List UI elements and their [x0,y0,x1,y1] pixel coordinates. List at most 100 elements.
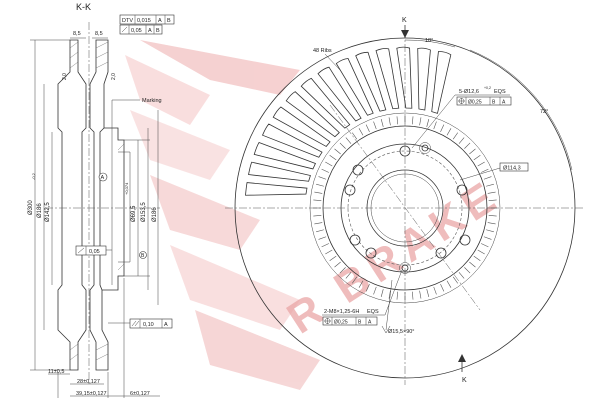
dim-bottom-4: 6±0,127 [130,391,150,397]
angle-arc-ribs [404,39,456,48]
serration-tick [373,286,377,295]
serration-tick [469,148,476,155]
svg-text:Ø153,5: Ø153,5 [141,202,147,222]
serration-tick [351,132,358,140]
vent-rib [431,51,452,114]
serration-tick [464,267,471,274]
dia-inner1-label: Ø186 [37,203,43,218]
threads-eqs: EQS [367,309,379,315]
serration-tick [396,116,398,125]
bolt-circle-label: Ø114,3 [503,166,521,172]
serration-tick [358,128,364,136]
serration-tick [314,222,323,225]
serration-tick [426,289,430,297]
serration-tick [345,137,352,144]
section-view: K-K [28,2,175,398]
serration-tick [365,284,370,292]
svg-text:K: K [462,377,467,384]
serration-tick [483,176,492,180]
serration-tick [313,215,322,217]
diameter-dims [30,39,159,371]
dia-outer-label: Ø300 [28,200,34,215]
bolt-circle [347,150,463,266]
angle-arc-side [469,49,573,171]
serration-tick [452,276,459,284]
section-outline-right [89,39,109,371]
section-mark-bottom: K [458,354,467,384]
holes-top-label: 5-Ø12,6 [459,89,479,95]
bolt-circle-callout: Ø114,3 [459,162,529,181]
threads-callout: 2-M8×1,25-6H EQS Ø0,25 B A [322,269,403,326]
bolt-hole-icon [459,234,471,246]
holes-top-ref1: B [492,100,496,106]
threads-pos: Ø0,25 [334,320,348,326]
serration-tick [339,267,346,274]
svg-text:Ø186: Ø186 [152,207,158,222]
serration-tick [380,119,384,127]
arrow-icon [401,30,409,38]
section-hatching [69,41,125,361]
threads-ref1: B [358,320,362,326]
serration-tick [488,215,497,217]
serration-tick [458,272,465,279]
serration-tick [458,137,465,144]
serration-tick [396,291,398,300]
vent-rib [355,51,387,112]
serration-tick [325,249,333,255]
bolt-hole-icon [435,247,447,259]
dim-bottom-1: 11±0,5 [48,369,64,375]
serration-tick [373,121,377,130]
serration-tick [488,199,497,201]
vent-rib [335,58,374,116]
svg-text:K: K [402,17,407,24]
marking-callout: Marking [111,98,162,132]
serration-tick [365,124,370,132]
bolt-hole-icon [399,145,411,157]
svg-text:2,0: 2,0 [111,73,117,80]
vent-ribs [245,46,452,196]
holes-top-eqs: EQS [494,89,506,95]
serration-tick [464,142,471,149]
serration-tick [469,261,476,268]
svg-text:A: A [101,175,105,181]
svg-text:+0,074: +0,074 [124,182,129,195]
serration-tick [477,249,485,255]
section-hat [102,127,125,291]
serration-tick [345,272,352,279]
flatness-symbol-icon [121,26,128,33]
serration-ticks [313,116,497,300]
serration-tick [433,121,437,130]
dia-hub1-label: Ø69,5 [131,205,137,222]
top-dims: 8,5 8,5 [70,31,108,39]
serration-tick [313,199,322,201]
front-view: K K 48 Ribs 18° 72° 5-Ø12,6 +0,2 EQS [225,17,585,385]
flatness-frame: 0,05 A B [119,24,163,35]
vent-rib [285,91,340,138]
serration-tick [426,119,430,127]
top-dim-right: 8,5 [95,31,103,37]
bolt-hole-icon [352,164,364,176]
bolt-hole-icon [456,184,468,196]
serration-tick [481,243,489,248]
vent-rib [417,47,431,111]
serration-tick [321,168,329,173]
thread-hole-icon [421,144,429,152]
dtv-frame: DTV 0,015 A B [119,14,175,25]
arrow-icon [458,354,466,362]
serration-tick [483,236,492,240]
serration-tick [473,255,481,262]
vent-rib [248,161,311,182]
svg-text:-0,2: -0,2 [31,172,36,180]
dia-hub3-label: Ø186 [152,207,158,222]
holes-top-ref2: A [502,100,506,106]
vent-rib [253,142,317,170]
svg-text:B: B [141,253,145,259]
bolt-hole-icon [344,184,356,196]
top-dim-left: 8,5 [73,31,81,37]
serration-tick [388,290,391,299]
serration-tick [440,284,445,292]
serration-tick [318,176,327,180]
vent-rib [272,106,331,147]
marking-label: Marking [142,98,162,104]
